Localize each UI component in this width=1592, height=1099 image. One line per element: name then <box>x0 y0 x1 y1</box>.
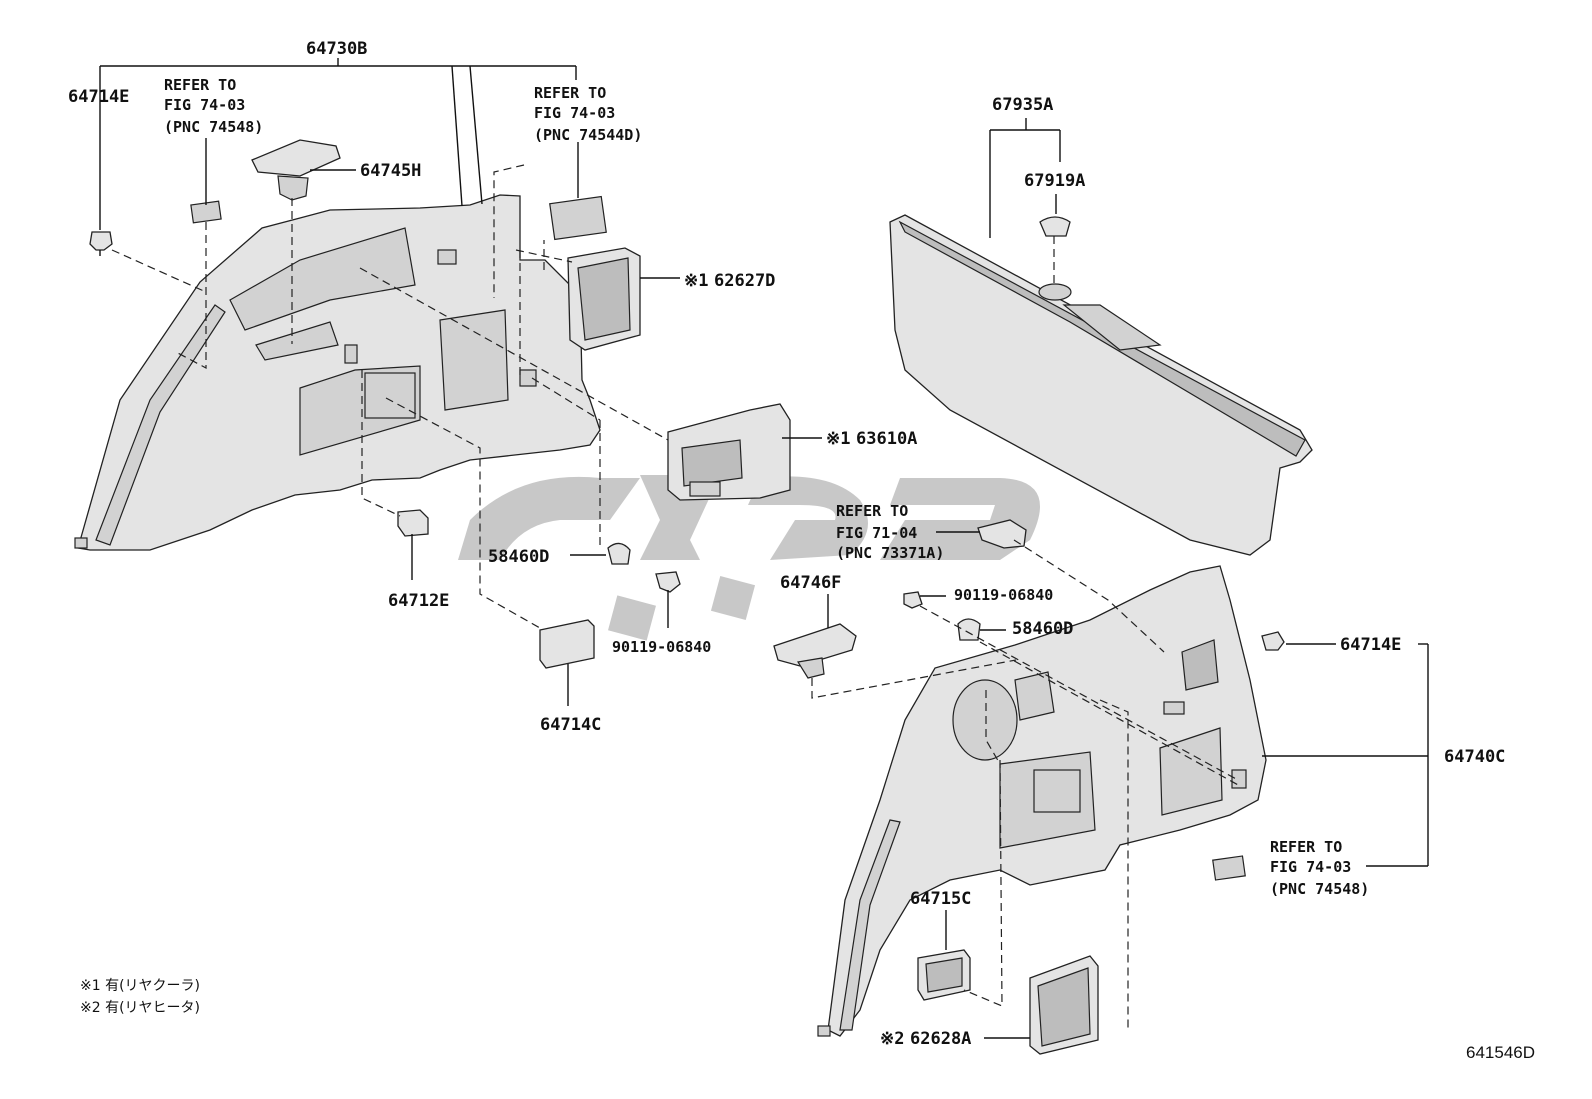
svg-text:FIG 74-03: FIG 74-03 <box>534 104 615 122</box>
deck-board-67935A <box>889 214 1313 556</box>
label-62628A: 62628A <box>910 1029 971 1049</box>
leader-lines <box>99 58 1429 1039</box>
cap-64746F <box>773 623 857 679</box>
svg-text:REFER TO: REFER TO <box>1270 838 1342 856</box>
svg-text:REFER TO: REFER TO <box>164 76 236 94</box>
refer-note-4: REFER TO FIG 74-03 (PNC 74548) <box>1270 838 1369 898</box>
screw-90119-right <box>903 591 923 609</box>
mark-62627D: ※1 <box>684 271 708 291</box>
svg-text:REFER TO: REFER TO <box>836 502 908 520</box>
nut-58460D-left <box>607 542 631 565</box>
label-90119-right: 90119-06840 <box>954 586 1053 604</box>
left-quarter-trim-panel-64730B <box>74 194 601 551</box>
label-67919A: 67919A <box>1024 171 1085 191</box>
label-90119-left: 90119-06840 <box>612 638 711 656</box>
label-62627D: 62627D <box>714 271 775 291</box>
label-64714E-left: 64714E <box>68 87 129 107</box>
svg-text:FIG 74-03: FIG 74-03 <box>164 96 245 114</box>
footnote-2: ※2 有(リヤヒータ) <box>80 1000 200 1016</box>
refer-note-2: REFER TO FIG 74-03 (PNC 74544D) <box>534 84 642 144</box>
label-64715C: 64715C <box>910 889 971 909</box>
screw-90119-left <box>655 571 681 593</box>
footnote-1: ※1 有(リヤクーラ) <box>80 978 200 994</box>
clip-64714E-left <box>89 231 113 256</box>
clip-64714E-right <box>1261 631 1285 651</box>
svg-text:FIG 71-04: FIG 71-04 <box>836 524 917 542</box>
svg-text:REFER TO: REFER TO <box>534 84 606 102</box>
label-64746F: 64746F <box>780 573 841 593</box>
cap-64745H <box>251 139 341 201</box>
cover-64714C <box>539 619 595 669</box>
label-64745H: 64745H <box>360 161 421 181</box>
mark-63610A: ※1 <box>826 429 850 449</box>
label-64714C: 64714C <box>540 715 601 735</box>
label-64714E-right: 64714E <box>1340 635 1401 655</box>
clip-64712E <box>397 509 429 537</box>
svg-text:FIG 74-03: FIG 74-03 <box>1270 858 1351 876</box>
cover-64715C <box>917 949 971 1001</box>
grille-62628A <box>1029 955 1099 1055</box>
svg-text:(PNC 74544D): (PNC 74544D) <box>534 126 642 144</box>
clip-67919A <box>1039 216 1071 237</box>
dashed-assembly-lines <box>111 164 1241 1032</box>
svg-text:(PNC 74548): (PNC 74548) <box>1270 880 1369 898</box>
plug-74548-right <box>1212 855 1246 881</box>
clip-73371A <box>977 519 1027 549</box>
label-64712E: 64712E <box>388 591 449 611</box>
grille-62627D <box>567 247 641 351</box>
figure-number: 641546D <box>1466 1043 1535 1062</box>
svg-text:(PNC 74548): (PNC 74548) <box>164 118 263 136</box>
svg-text:(PNC 73371A): (PNC 73371A) <box>836 544 944 562</box>
refer-note-1: REFER TO FIG 74-03 (PNC 74548) <box>164 76 263 136</box>
plug-74544D <box>549 195 607 241</box>
duct-63610A <box>667 403 791 501</box>
refer-note-3: REFER TO FIG 71-04 (PNC 73371A) <box>836 502 944 562</box>
label-58460D-right: 58460D <box>1012 619 1073 639</box>
label-67935A: 67935A <box>992 95 1053 115</box>
right-quarter-trim-panel-64740C <box>817 565 1267 1037</box>
mark-62628A: ※2 <box>880 1029 904 1049</box>
label-64740C: 64740C <box>1444 747 1505 767</box>
label-64730B: 64730B <box>306 39 367 59</box>
nut-58460D-right <box>957 618 981 641</box>
label-58460D-left: 58460D <box>488 547 549 567</box>
label-63610A: 63610A <box>856 429 917 449</box>
plug-74548-left <box>190 200 222 224</box>
